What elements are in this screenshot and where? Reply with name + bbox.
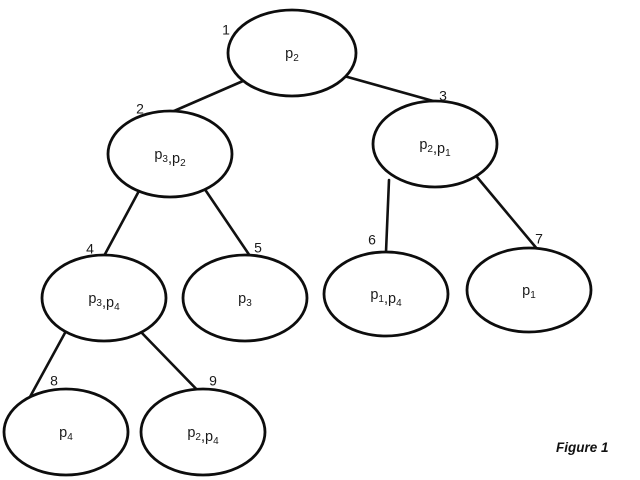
node-ellipse-1[interactable] [226,8,358,98]
node-ellipse-4[interactable] [40,253,168,343]
tree-node-7[interactable]: p1 [465,246,593,334]
node-label-1: p2 [285,46,299,64]
node-ellipse-7[interactable] [465,246,593,334]
node-ellipse-8[interactable] [2,387,130,477]
node-ellipse-5[interactable] [181,253,309,343]
tree-node-2[interactable]: p3,p2 [106,109,234,199]
tree-node-4[interactable]: p3,p4 [40,253,168,343]
tree-edge-2-4 [102,187,142,258]
node-number-8: 8 [50,373,58,389]
tree-edge-2-5 [202,186,252,258]
tree-edge-1-2 [172,79,245,113]
node-label-3: p2,p1 [419,137,451,159]
node-number-7: 7 [535,231,543,247]
tree-node-1[interactable]: p2 [226,8,358,98]
node-number-6: 6 [368,232,376,248]
node-number-2: 2 [136,101,144,117]
node-number-4: 4 [86,241,94,257]
nodes-layer: p2 p3,p2 p2,p1 p3,p4 p3 p1,p4 p1 p4 p2,p4 [2,8,593,477]
tree-edge-4-8 [23,329,68,408]
tree-edge-1-3 [342,74,446,106]
node-label-4: p3,p4 [88,291,120,313]
node-ellipse-2[interactable] [106,109,234,199]
tree-node-5[interactable]: p3 [181,253,309,343]
node-label-2: p3,p2 [154,147,186,169]
node-number-5: 5 [254,240,262,256]
tree-edge-3-6 [384,178,391,254]
tree-node-3[interactable]: p2,p1 [371,99,499,189]
node-label-8: p4 [59,425,73,443]
tree-node-9[interactable]: p2,p4 [139,387,267,477]
node-label-6: p1,p4 [370,287,402,309]
tree-edge-3-7 [475,175,540,252]
node-label-7: p1 [522,283,536,301]
tree-node-6[interactable]: p1,p4 [322,250,450,338]
node-ellipse-3[interactable] [371,99,499,189]
node-label-5: p3 [238,291,252,309]
tree-node-8[interactable]: p4 [2,387,130,477]
node-label-9: p2,p4 [187,425,219,447]
node-number-1: 1 [222,22,230,38]
figure-caption: Figure 1 [556,440,609,455]
node-number-3: 3 [439,88,447,104]
tree-edge-4-9 [137,328,207,400]
node-ellipse-6[interactable] [322,250,450,338]
node-number-9: 9 [209,373,217,389]
node-numbers-layer: 1 2 3 4 5 6 7 8 9 [50,22,543,389]
edges-layer [23,74,540,408]
node-ellipse-9[interactable] [139,387,267,477]
